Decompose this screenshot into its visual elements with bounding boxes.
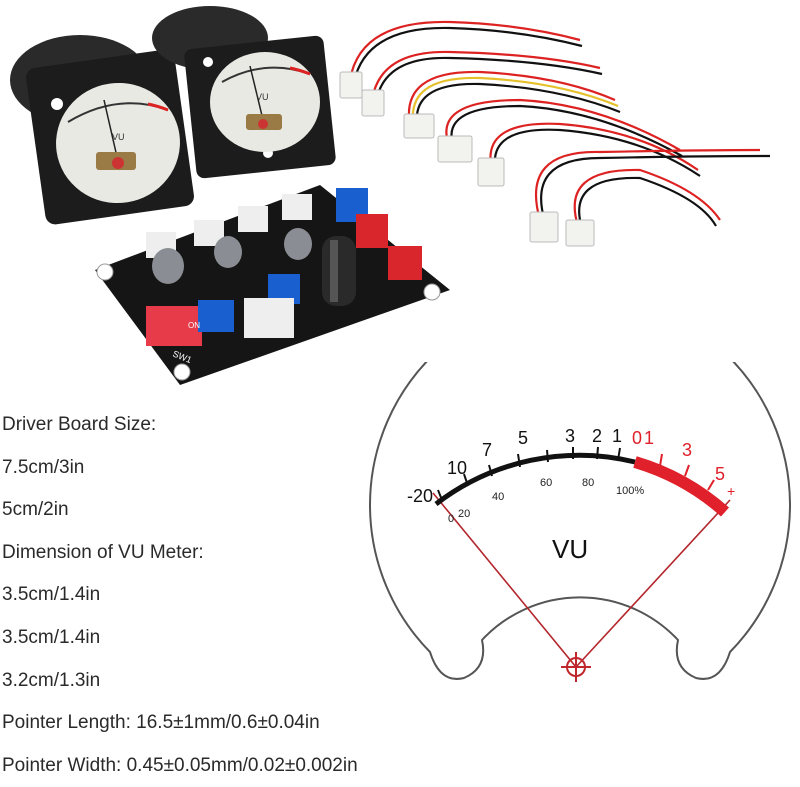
db-label: 5 xyxy=(518,428,528,448)
db-label: 0 xyxy=(632,428,642,448)
vu-face-label: VU xyxy=(552,534,588,564)
vu-meter-right: VU xyxy=(152,6,336,179)
product-photo: VU VU xyxy=(10,6,771,385)
driver-board: ON SW1 xyxy=(95,185,450,385)
red-db-scale-labels: 0 1 3 5 + xyxy=(632,428,735,499)
percent-label: 40 xyxy=(492,491,504,503)
db-label: 7 xyxy=(482,440,492,460)
photo-vu-label: VU xyxy=(256,92,269,102)
spec-board-width: 5cm/2in xyxy=(2,499,69,521)
percent-label: 20 xyxy=(458,508,470,520)
spec-pointer-width: Pointer Width: 0.45±0.05mm/0.02±0.002in xyxy=(2,754,358,776)
spec-board-length: 7.5cm/3in xyxy=(2,456,85,478)
black-scale-arc xyxy=(434,452,636,506)
db-label: 10 xyxy=(447,458,467,478)
db-label: 1 xyxy=(644,428,654,448)
vu-meter-left: VU xyxy=(10,35,194,225)
mount-hole-icon xyxy=(203,57,213,67)
db-label: -20 xyxy=(407,486,433,506)
db-label: 5 xyxy=(715,464,725,484)
percent-label: 80 xyxy=(582,477,594,489)
specifications: Driver Board Size: 7.5cm/3in 5cm/2in Dim… xyxy=(2,404,402,787)
dip-on-label: ON xyxy=(188,321,200,330)
db-label: 1 xyxy=(612,426,622,446)
spec-meter-width: 3.5cm/1.4in xyxy=(2,626,101,648)
pointer-pivot-icon xyxy=(561,652,591,682)
db-label: 3 xyxy=(565,426,575,446)
spec-driver-board-heading: Driver Board Size: xyxy=(2,414,157,435)
percent-scale-labels: 0 20 40 60 80 100% xyxy=(448,477,644,525)
spec-pointer-length: Pointer Length: 16.5±1mm/0.6±0.04in xyxy=(2,712,320,734)
db-label: + xyxy=(727,483,735,499)
red-scale-ticks xyxy=(659,453,715,491)
spec-meter-length: 3.5cm/1.4in xyxy=(2,584,101,606)
vu-meter-face-diagram: -20 10 7 5 3 2 1 0 1 3 5 + 0 20 40 60 80… xyxy=(369,362,791,682)
pointer-range-left-line xyxy=(432,492,577,668)
mount-hole-icon xyxy=(51,98,63,110)
pointer-range-right-line xyxy=(575,499,731,668)
connector-cables xyxy=(348,20,771,229)
jst-connectors xyxy=(339,71,595,247)
spec-vu-meter-heading: Dimension of VU Meter: xyxy=(2,541,204,563)
db-label: 3 xyxy=(682,440,692,460)
red-scale-arc xyxy=(633,456,729,517)
percent-label: 0 xyxy=(448,513,454,525)
photo-vu-label: VU xyxy=(112,132,125,142)
meter-face-outline xyxy=(369,362,791,680)
percent-label: 60 xyxy=(540,477,552,489)
scale-ticks xyxy=(437,446,621,501)
db-label: 2 xyxy=(592,426,602,446)
spec-meter-depth: 3.2cm/1.3in xyxy=(2,669,101,691)
db-scale-labels: -20 10 7 5 3 2 1 xyxy=(407,426,622,506)
percent-label: 100% xyxy=(616,485,644,497)
